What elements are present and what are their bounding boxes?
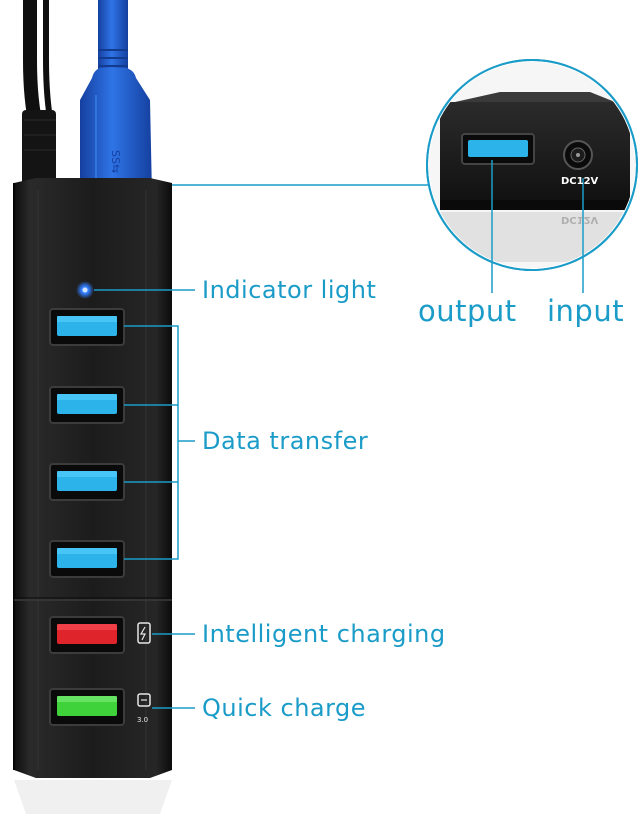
intelligent-charging-port — [49, 616, 125, 654]
inset-pointer-lines — [491, 160, 584, 293]
power-cable — [22, 0, 56, 201]
quick-charge-port — [49, 688, 125, 726]
data-port-3 — [49, 463, 125, 501]
svg-text:SS⇆: SS⇆ — [109, 150, 122, 173]
dc12v-reflection: DC12V — [561, 214, 599, 225]
intelligent-charging-label: Intelligent charging — [202, 620, 446, 648]
data-port-4 — [49, 540, 125, 578]
dc12v-label: DC12V — [561, 176, 599, 187]
inset-magnifier — [426, 59, 638, 271]
lightning-charging-icon — [137, 622, 151, 644]
indicator-light-label: Indicator light — [202, 276, 377, 304]
data-port-2 — [49, 386, 125, 424]
data-transfer-label: Data transfer — [202, 427, 369, 455]
blue-usb-cable: SS⇆ — [80, 0, 152, 195]
data-transfer-bracket — [124, 325, 179, 560]
input-label: input — [547, 294, 625, 328]
callout-lines — [94, 184, 430, 709]
data-port-1 — [49, 308, 125, 346]
output-label: output — [418, 294, 517, 328]
quick-charge-label: Quick charge — [202, 694, 367, 722]
quick-charge-icon: 3.0 — [137, 693, 151, 724]
svg-text:3.0: 3.0 — [137, 716, 148, 724]
